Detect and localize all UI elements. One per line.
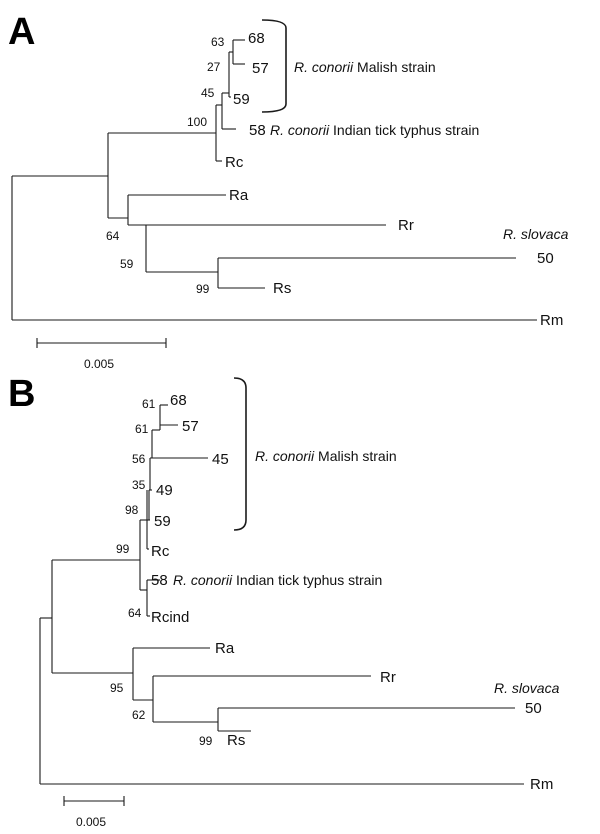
scale-bar-label: 0.005: [84, 357, 114, 371]
leaf-68: 68: [170, 392, 187, 409]
leaf-50: 50: [525, 700, 542, 717]
leaf-50: 50: [537, 250, 554, 267]
bootstrap-value: 95: [110, 681, 124, 695]
panel-b: B: [8, 373, 560, 829]
leaf-59: 59: [154, 513, 171, 530]
leaf-rc: Rc: [225, 154, 244, 171]
leaf-rs: Rs: [273, 280, 291, 297]
leaf-45: 45: [212, 451, 229, 468]
leaf-rm: Rm: [530, 776, 553, 793]
bootstrap-value: 56: [132, 452, 146, 466]
panel-b-scale-bar: 0.005: [63, 796, 125, 829]
leaf-rr: Rr: [380, 669, 396, 686]
leaf-rc: Rc: [151, 543, 170, 560]
leaf-rr: Rr: [398, 217, 414, 234]
bootstrap-value: 61: [135, 422, 149, 436]
panel-b-label: B: [8, 373, 35, 415]
leaf-68: 68: [248, 30, 265, 47]
leaf-59: 59: [233, 91, 250, 108]
panel-b-malish-bracket: [233, 377, 247, 531]
panel-a: A: [8, 11, 569, 371]
bootstrap-value: 27: [207, 60, 221, 74]
bootstrap-value: 64: [106, 229, 120, 243]
panel-a-scale-bar: 0.005: [36, 338, 167, 371]
annotation-indian-tick-typhus-strain: R. conorii Indian tick typhus strain: [270, 122, 479, 138]
leaf-57: 57: [252, 60, 269, 77]
leaf-49: 49: [156, 482, 173, 499]
leaf-rm: Rm: [540, 312, 563, 329]
bootstrap-value: 63: [211, 35, 225, 49]
bootstrap-value: 64: [128, 606, 142, 620]
leaf-58: 58: [151, 572, 168, 589]
bootstrap-value: 35: [132, 478, 146, 492]
leaf-rcind: Rcind: [151, 609, 189, 626]
panel-b-tree-branches: [39, 404, 524, 785]
bootstrap-value: 62: [132, 708, 146, 722]
scale-bar-label: 0.005: [76, 815, 106, 829]
bootstrap-value: 61: [142, 397, 156, 411]
panel-a-label: A: [8, 11, 35, 53]
bootstrap-value: 99: [196, 282, 210, 296]
panel-a-tree-branches: [11, 39, 537, 321]
annotation-malish-strain: R. conorii Malish strain: [255, 448, 397, 464]
bootstrap-value: 45: [201, 86, 215, 100]
leaf-ra: Ra: [229, 187, 249, 204]
bootstrap-value: 100: [187, 115, 207, 129]
annotation-indian-tick-typhus-strain: R. conorii Indian tick typhus strain: [173, 572, 382, 588]
leaf-ra: Ra: [215, 640, 235, 657]
leaf-57: 57: [182, 418, 199, 435]
bootstrap-value: 99: [199, 734, 213, 748]
leaf-rs: Rs: [227, 732, 245, 749]
bootstrap-value: 99: [116, 542, 130, 556]
annotation-malish-strain: R. conorii Malish strain: [294, 59, 436, 75]
annotation-r-slovaca: R. slovaca: [494, 680, 560, 696]
annotation-r-slovaca: R. slovaca: [503, 226, 569, 242]
bootstrap-value: 59: [120, 257, 134, 271]
bootstrap-value: 98: [125, 503, 139, 517]
leaf-58: 58: [249, 122, 266, 139]
panel-a-malish-bracket: [261, 19, 287, 113]
